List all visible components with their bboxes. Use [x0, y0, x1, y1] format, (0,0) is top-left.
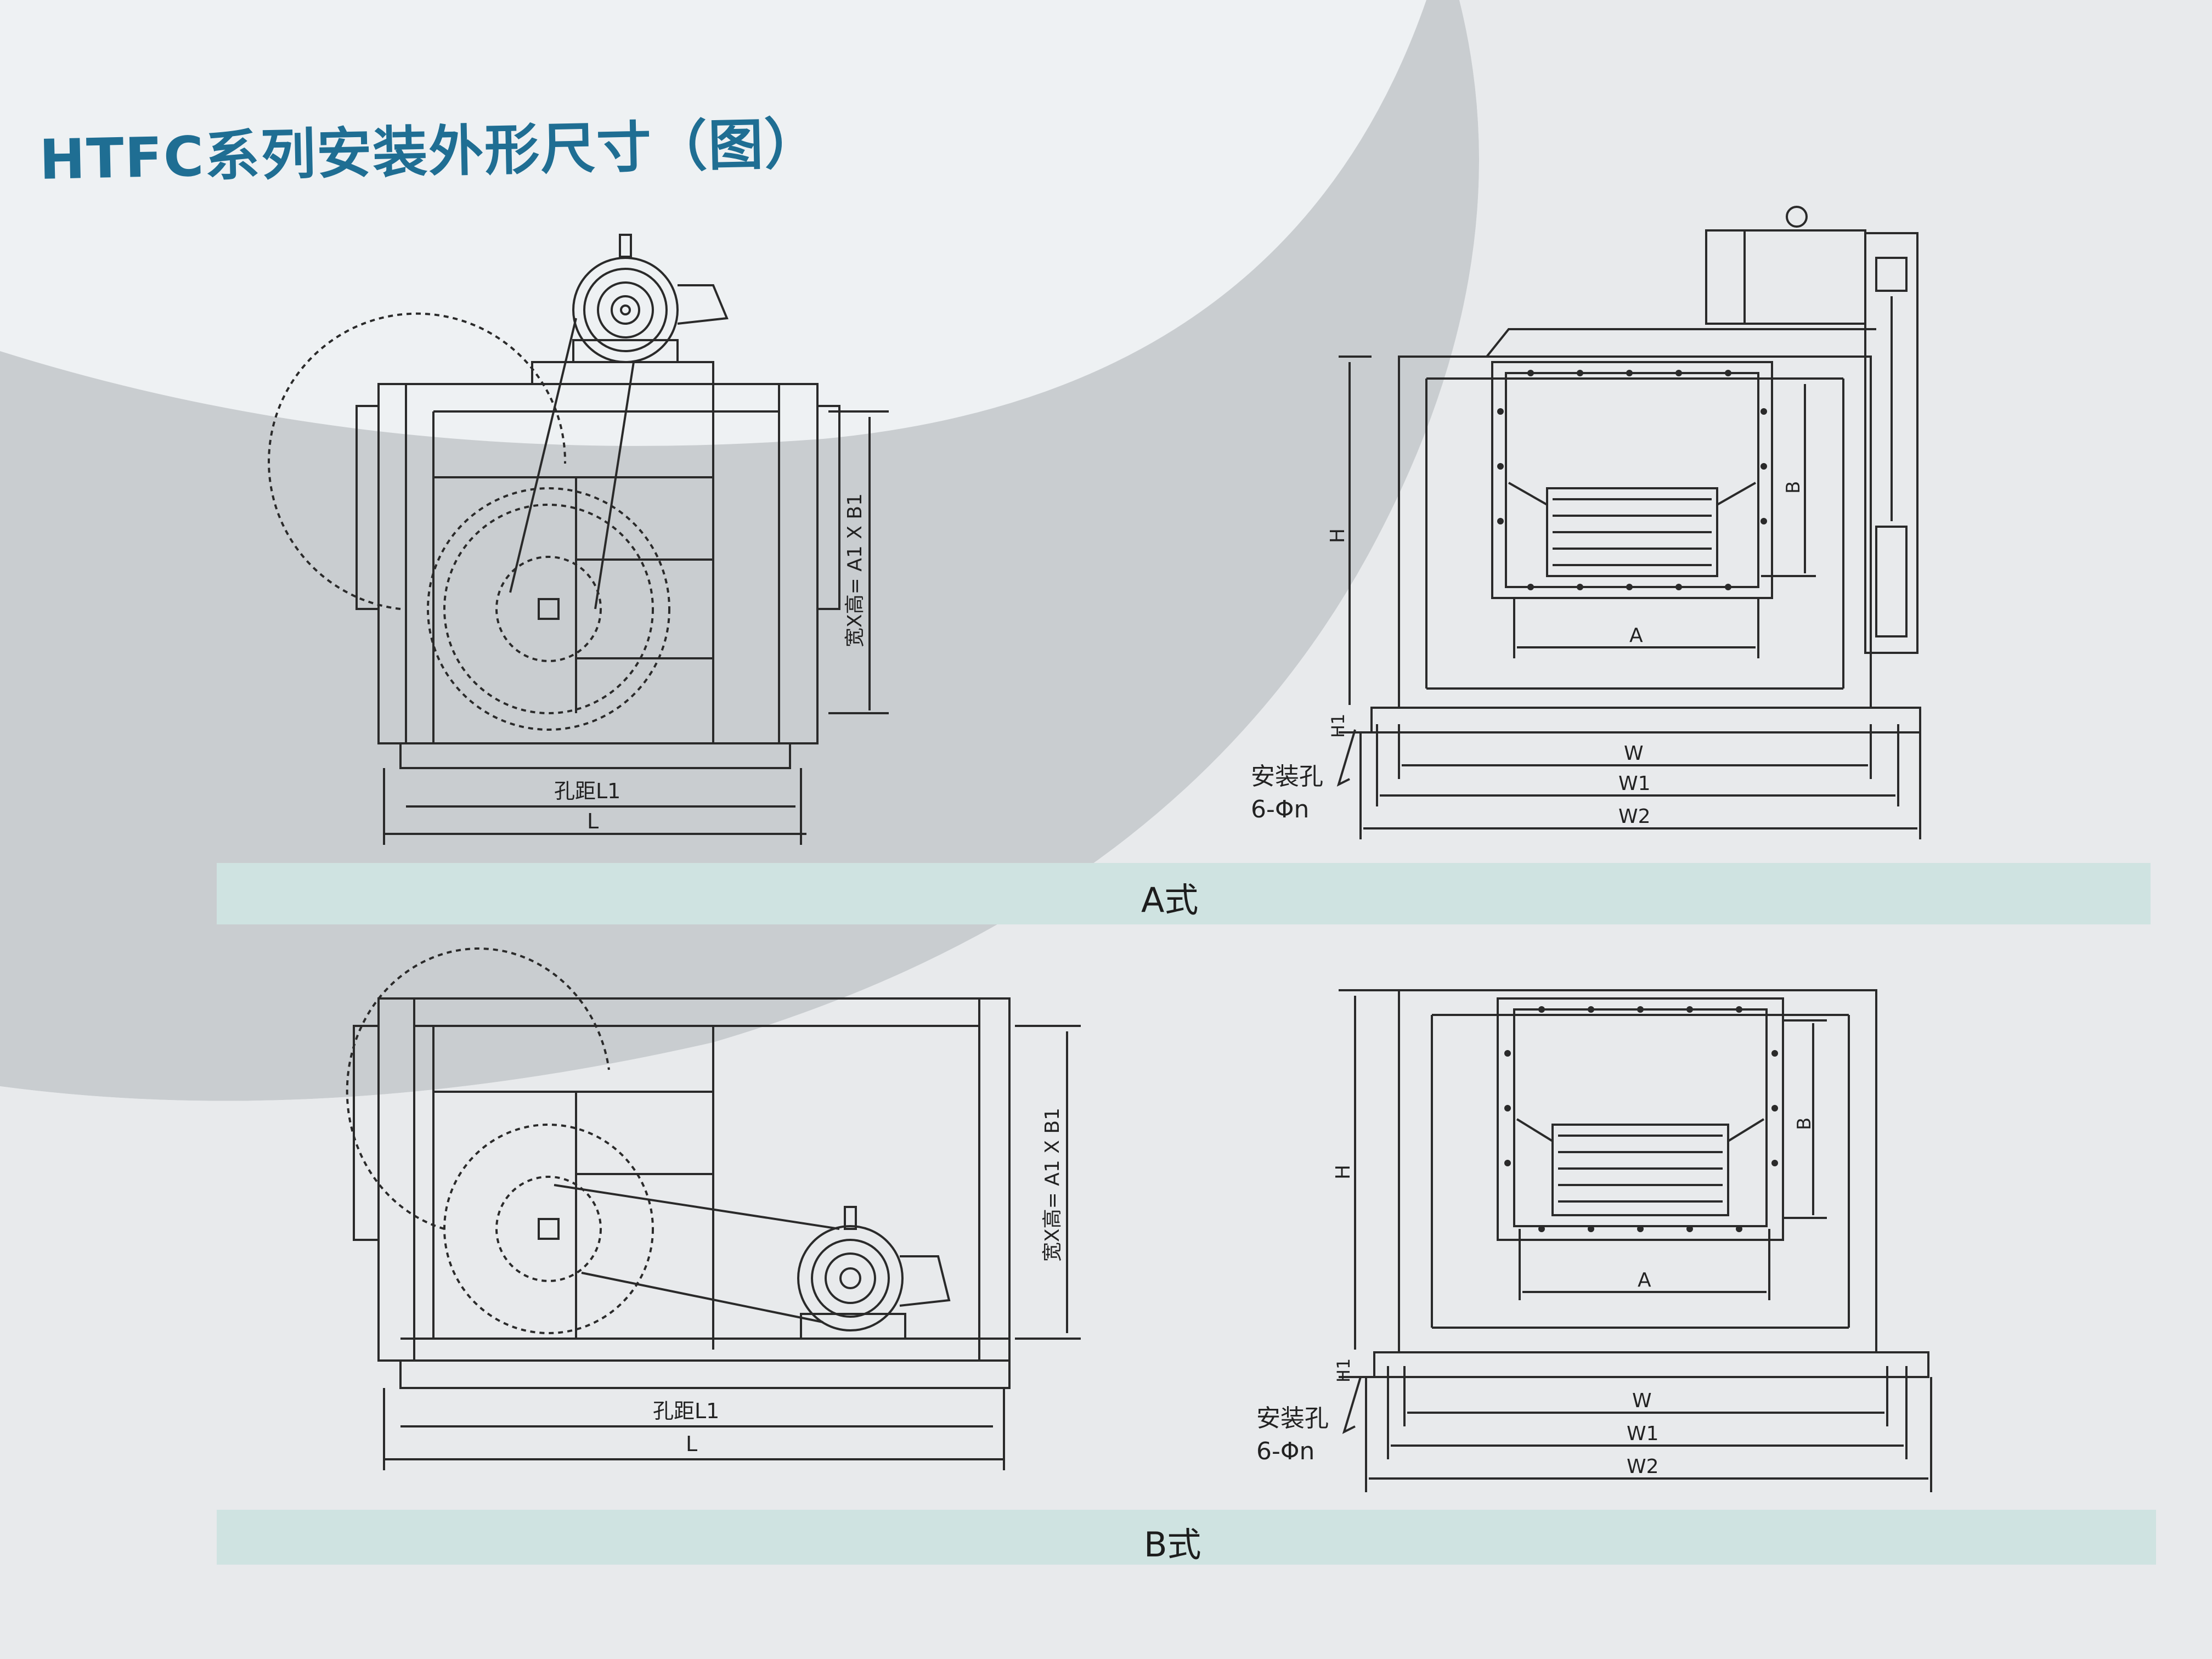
b-w2-label: W2: [1627, 1455, 1659, 1478]
a-hole-label: 安装孔: [1251, 763, 1323, 791]
b-hole-label: 安装孔: [1256, 1404, 1329, 1432]
a-width-height-label: 宽X高= A1 X B1: [844, 493, 866, 647]
b-length-label: L: [686, 1432, 697, 1456]
b-w1-label: W1: [1627, 1423, 1659, 1445]
a-hole-pitch-label: 孔距L1: [554, 779, 620, 803]
a-w2-label: W2: [1618, 805, 1651, 828]
bolt-holes: [1497, 370, 1778, 1232]
a-hole-count-label: 6-Φn: [1251, 795, 1309, 823]
a-h1-label: H1: [1328, 714, 1348, 738]
a-h-label: H: [1327, 528, 1349, 543]
a-w-label: W: [1624, 742, 1644, 765]
a-front-view: [268, 234, 889, 845]
a-w1-label: W1: [1618, 772, 1651, 795]
background-swoosh: [0, 0, 1426, 446]
b-b-label: B: [1793, 1118, 1815, 1130]
a-b-label: B: [1782, 481, 1804, 494]
b-a-label: A: [1638, 1269, 1651, 1291]
b-h-label: H: [1332, 1165, 1355, 1180]
a-a-label: A: [1629, 624, 1643, 647]
b-width-height-label: 宽X高= A1 X B1: [1041, 1108, 1064, 1262]
a-length-label: L: [587, 809, 599, 833]
b-hole-count-label: 6-Φn: [1256, 1437, 1314, 1465]
section-band-b: [217, 1510, 2156, 1565]
b-hole-pitch-label: 孔距L1: [653, 1399, 719, 1423]
section-label-a: A式: [1141, 880, 1199, 920]
b-front-view: [346, 947, 1081, 1470]
section-band-a: [217, 863, 2151, 924]
background-shade: [0, 0, 1479, 1101]
b-w-label: W: [1632, 1390, 1652, 1412]
section-label-b: B式: [1144, 1525, 1201, 1565]
b-h1-label: H1: [1333, 1358, 1354, 1383]
page-title: HTFC系列安装外形尺寸（图）: [38, 111, 821, 192]
